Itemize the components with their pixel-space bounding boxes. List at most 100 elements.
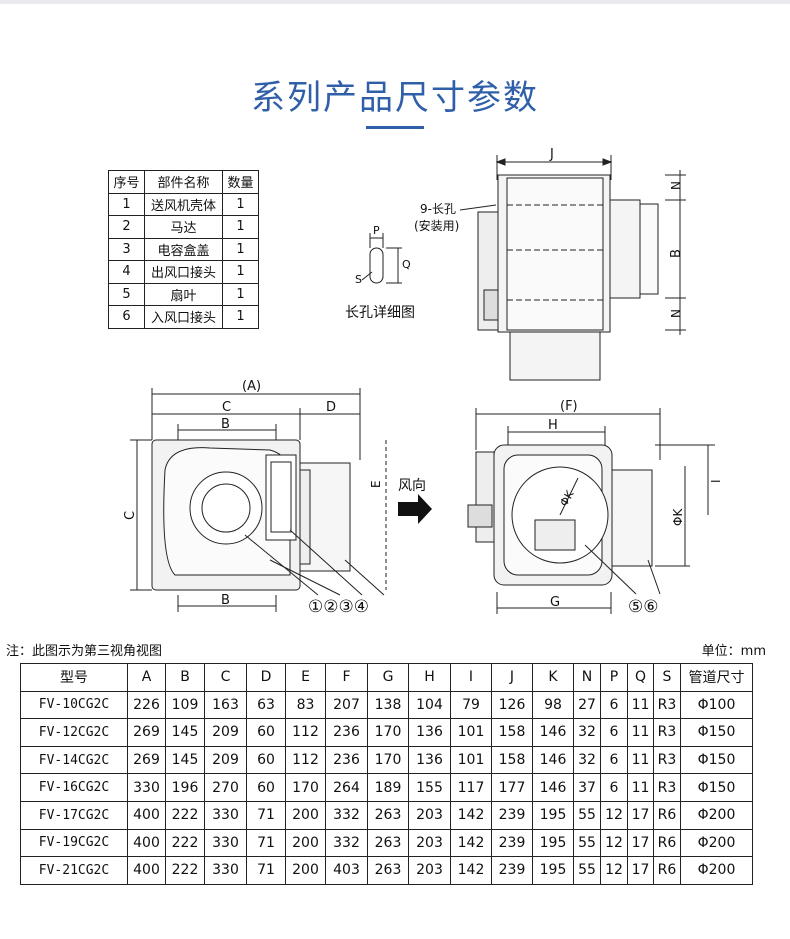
spec-value-cell: 11	[627, 745, 654, 775]
spec-value-cell: Φ200	[680, 828, 753, 858]
spec-value-cell: 98	[532, 690, 574, 720]
spec-value-cell: 400	[127, 828, 166, 858]
spec-value-cell: 400	[127, 800, 166, 830]
spec-value-cell: 145	[165, 718, 205, 747]
spec-value-cell: 269	[127, 718, 166, 747]
view-a-drawing: (A) C D B E C B ①②③④	[123, 379, 387, 617]
spec-value-cell: 12	[600, 800, 628, 830]
spec-value-cell: 226	[127, 690, 166, 720]
spec-value-cell: Φ150	[680, 773, 753, 802]
slot-detail-drawing: P Q S 长孔详细图	[345, 224, 415, 321]
spec-model-cell: FV-21CG2C	[20, 856, 128, 885]
spec-value-cell: 55	[573, 828, 601, 858]
spec-header-cell: G	[367, 663, 409, 692]
spec-value-cell: 112	[285, 718, 326, 747]
dim-label-c-left: C	[123, 511, 138, 520]
spec-value-cell: 37	[573, 773, 601, 802]
spec-value-cell: 332	[325, 800, 368, 830]
spec-value-cell: 11	[627, 690, 654, 720]
spec-value-cell: 146	[532, 745, 574, 775]
spec-value-cell: 189	[367, 773, 409, 802]
spec-header-cell: E	[285, 663, 326, 692]
spec-value-cell: 101	[450, 718, 492, 747]
spec-value-cell: 6	[600, 773, 628, 802]
wind-direction-label: 风向	[398, 478, 426, 494]
spec-value-cell: 158	[491, 718, 533, 747]
dim-label-k-right: ΦK	[671, 508, 685, 526]
spec-value-cell: 195	[532, 856, 574, 885]
dim-label-p: P	[373, 224, 380, 237]
spec-value-cell: Φ150	[680, 718, 753, 747]
spec-header-cell: P	[600, 663, 628, 692]
spec-value-cell: 203	[408, 856, 451, 885]
spec-value-cell: 142	[450, 856, 492, 885]
spec-value-cell: 71	[246, 828, 286, 858]
spec-value-cell: 200	[285, 856, 326, 885]
spec-model-cell: FV-16CG2C	[20, 773, 128, 802]
spec-value-cell: 60	[246, 745, 286, 775]
spec-value-cell: 170	[367, 745, 409, 775]
view-f-drawing: (F) H ΦK ΦK I G ⑤⑥	[467, 399, 723, 617]
slot-detail-caption: 长孔详细图	[345, 305, 415, 321]
spec-value-cell: R6	[653, 856, 681, 885]
spec-value-cell: 12	[600, 856, 628, 885]
spec-header-cell: H	[408, 663, 451, 692]
dim-label-j: J	[549, 147, 554, 162]
spec-value-cell: Φ200	[680, 800, 753, 830]
spec-value-cell: 126	[491, 690, 533, 720]
spec-value-cell: Φ100	[680, 690, 753, 720]
spec-model-cell: FV-19CG2C	[20, 828, 128, 858]
spec-header-cell: S	[653, 663, 681, 692]
spec-value-cell: 32	[573, 745, 601, 775]
parts-cell: 1	[222, 237, 259, 261]
spec-value-cell: 146	[532, 718, 574, 747]
spec-value-cell: 146	[532, 773, 574, 802]
spec-value-cell: 71	[246, 800, 286, 830]
spec-value-cell: 236	[325, 718, 368, 747]
spec-header-cell: J	[491, 663, 533, 692]
spec-value-cell: 55	[573, 800, 601, 830]
parts-cell: 2	[108, 215, 145, 239]
dim-label-d: D	[326, 400, 336, 415]
spec-value-cell: 17	[627, 800, 654, 830]
spec-value-cell: R6	[653, 800, 681, 830]
spec-value-cell: 332	[325, 828, 368, 858]
spec-value-cell: Φ150	[680, 745, 753, 775]
spec-header-cell: 管道尺寸	[680, 663, 753, 692]
wind-direction: 风向	[398, 478, 432, 524]
spec-value-cell: 63	[246, 690, 286, 720]
spec-value-cell: 170	[367, 718, 409, 747]
spec-value-cell: 269	[127, 745, 166, 775]
parts-cell: 马达	[144, 215, 223, 239]
spec-header-cell: Q	[627, 663, 654, 692]
spec-value-cell: 170	[285, 773, 326, 802]
spec-value-cell: 71	[246, 856, 286, 885]
spec-value-cell: 138	[367, 690, 409, 720]
spec-value-cell: 145	[165, 745, 205, 775]
dim-label-n-top: N	[669, 181, 683, 190]
spec-value-cell: 270	[204, 773, 247, 802]
dim-label-n-bottom: N	[669, 309, 683, 318]
spec-value-cell: 109	[165, 690, 205, 720]
dim-label-b-side: B	[669, 249, 684, 258]
spec-header-cell: A	[127, 663, 166, 692]
technical-drawings: J N B N 9-长孔 (安装用) P Q S	[123, 147, 723, 617]
spec-value-cell: R3	[653, 745, 681, 775]
spec-value-cell: 330	[204, 856, 247, 885]
spec-value-cell: 200	[285, 800, 326, 830]
spec-value-cell: 142	[450, 828, 492, 858]
parts-cell: 1	[222, 215, 259, 239]
parts-header-qty: 数量	[222, 170, 259, 194]
dim-label-s: S	[355, 273, 362, 286]
spec-value-cell: 209	[204, 718, 247, 747]
wind-arrow-icon	[398, 494, 432, 524]
spec-value-cell: 79	[450, 690, 492, 720]
dim-label-b-top: B	[221, 417, 230, 432]
spec-value-cell: 6	[600, 745, 628, 775]
